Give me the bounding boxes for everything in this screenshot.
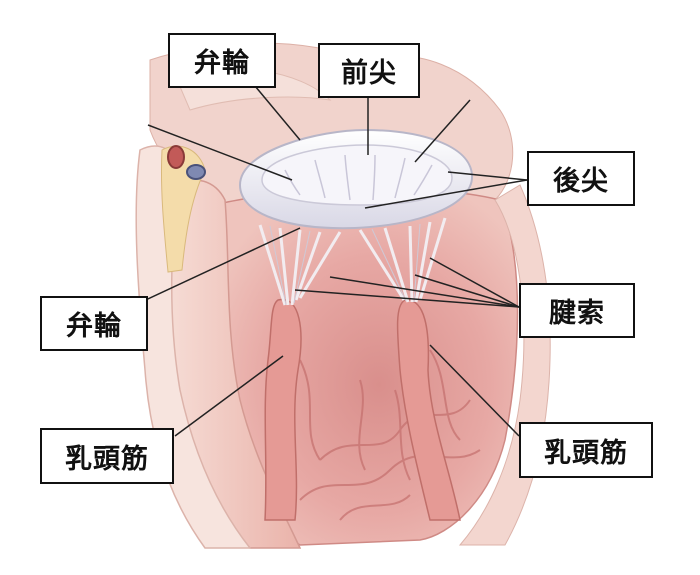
label-papillary-left: 乳頭筋 (40, 428, 174, 484)
leaflet-folds (284, 154, 433, 201)
coronary-vessel-2 (186, 164, 206, 180)
label-chordae: 腱索 (519, 283, 635, 338)
label-annulus-left: 弁輪 (40, 296, 148, 351)
papillary-muscle-right (396, 299, 461, 521)
trabeculae (299, 349, 481, 521)
label-papillary-right: 乳頭筋 (519, 422, 653, 478)
coronary-vessel-1 (167, 145, 185, 169)
label-posterior-leaflet: 後尖 (527, 151, 635, 206)
label-annulus-top: 弁輪 (168, 33, 276, 88)
leader-lines (119, 85, 528, 437)
papillary-muscle-left (264, 298, 302, 521)
label-anterior-leaflet: 前尖 (318, 43, 420, 98)
